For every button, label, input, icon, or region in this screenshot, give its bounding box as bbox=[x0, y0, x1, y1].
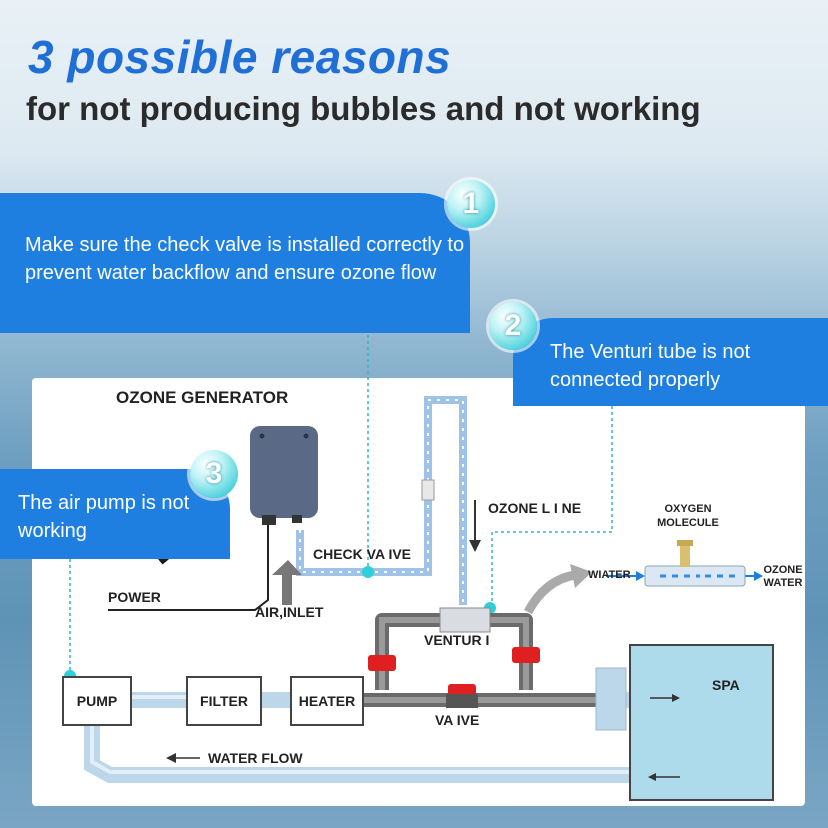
right-red-valve bbox=[512, 647, 540, 663]
air-inlet-arrow bbox=[272, 560, 302, 605]
ozone-line-label: OZONE L I NE bbox=[488, 500, 582, 516]
pump-box: PUMP bbox=[62, 676, 132, 726]
reason-2-banner: The Venturi tube is not connected proper… bbox=[513, 318, 828, 406]
venturi-label: VENTUR I bbox=[424, 632, 490, 648]
heater-box: HEATER bbox=[290, 676, 364, 726]
number-1-badge: 1 bbox=[447, 180, 495, 228]
water-flow-label: WATER FLOW bbox=[208, 750, 303, 766]
spa-inlet bbox=[595, 667, 627, 731]
spa-label: SPA bbox=[712, 677, 740, 693]
marker-check-valve bbox=[362, 566, 374, 578]
ozone-tube bbox=[296, 396, 467, 605]
valve-label: VA IVE bbox=[435, 712, 480, 728]
left-red-valve bbox=[368, 655, 396, 671]
ozone-generator-label: OZONE GENERATOR bbox=[116, 388, 289, 407]
air-inlet-label: AIR,INLET bbox=[255, 604, 324, 620]
filter-box: FILTER bbox=[186, 676, 262, 726]
ozone-generator-unit bbox=[250, 426, 318, 518]
check-valve-small bbox=[421, 479, 435, 501]
reason-1-text: Make sure the check valve is installed c… bbox=[25, 234, 465, 284]
water-in-label: WIATER bbox=[588, 569, 631, 581]
page-title: 3 possible reasons bbox=[28, 31, 452, 83]
reason-2-text: The Venturi tube is not connected proper… bbox=[550, 341, 751, 391]
ozone-water-label: OZONE WATER bbox=[763, 564, 803, 589]
check-valve-label: CHECK VA IVE bbox=[313, 546, 412, 562]
number-2-badge: 2 bbox=[489, 302, 537, 350]
venturi-tee bbox=[439, 607, 491, 633]
power-label: POWER bbox=[108, 589, 161, 605]
power-cable bbox=[108, 525, 269, 611]
number-3-badge: 3 bbox=[190, 450, 238, 498]
reason-3-banner: The air pump is not working bbox=[0, 469, 230, 559]
reason-1-banner: Make sure the check valve is installed c… bbox=[0, 193, 470, 333]
detail-arrow bbox=[524, 570, 576, 615]
page-subtitle: for not producing bubbles and not workin… bbox=[26, 90, 701, 127]
venturi-detail bbox=[606, 540, 763, 587]
reason-3-text: The air pump is not working bbox=[18, 492, 190, 542]
oxygen-molecule-label: OXYGEN MOLECULE bbox=[657, 503, 719, 529]
